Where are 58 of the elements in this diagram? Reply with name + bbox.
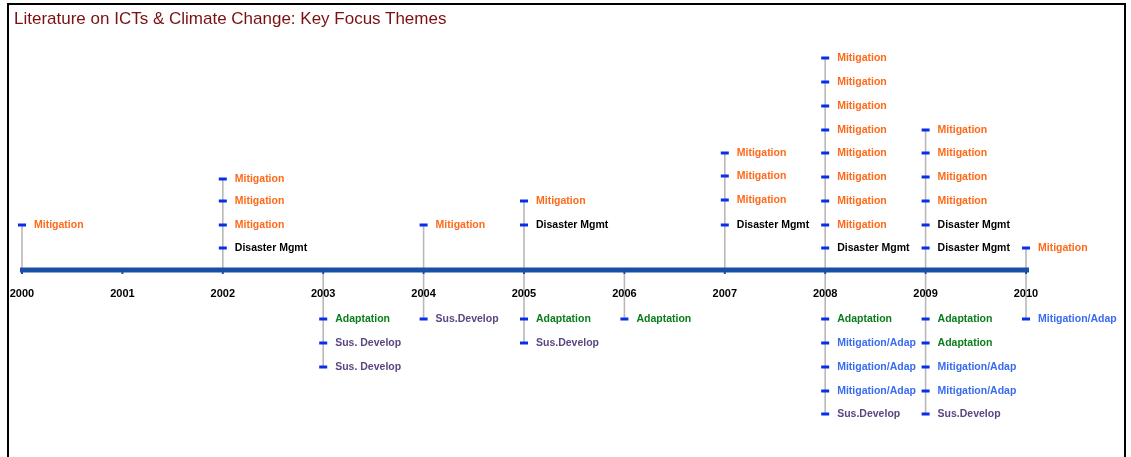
theme-label: Mitigation/Adap	[1038, 312, 1117, 325]
theme-label: Mitigation	[837, 170, 887, 183]
year-label: 2010	[1012, 287, 1040, 300]
theme-label: Adaptation	[937, 312, 993, 325]
theme-label: Mitigation/Adap	[837, 336, 916, 349]
theme-label: Sus.Develop	[435, 312, 499, 325]
theme-label: Disaster Mgmt	[837, 241, 910, 254]
theme-label: Mitigation	[837, 218, 887, 231]
theme-label: Disaster Mgmt	[234, 241, 308, 254]
year-label: 2005	[510, 287, 538, 300]
year-label: 2001	[109, 287, 136, 300]
theme-label: Disaster Mgmt	[937, 218, 1010, 231]
theme-label: Disaster Mgmt	[536, 218, 609, 231]
theme-label: Sus.Develop	[937, 407, 1001, 420]
year-label: 2004	[410, 287, 437, 300]
year-label: 2009	[912, 287, 939, 300]
theme-label: Mitigation/Adap	[937, 384, 1017, 397]
theme-label: Mitigation	[1038, 241, 1088, 254]
theme-label: Mitigation	[837, 99, 887, 112]
theme-label: Mitigation	[736, 146, 787, 159]
theme-label: Adaptation	[335, 312, 390, 325]
theme-label: Sus.Develop	[536, 336, 600, 349]
theme-label: Mitigation	[736, 193, 787, 206]
theme-label: Disaster Mgmt	[937, 241, 1010, 254]
chart-title: Literature on ICTs & Climate Change: Key Focus Themes	[14, 9, 447, 29]
theme-label: Sus.Develop	[837, 407, 901, 420]
theme-label: Mitigation	[937, 194, 988, 207]
year-label: 2003	[309, 287, 337, 300]
theme-label: Adaptation	[536, 312, 591, 325]
theme-label: Adaptation	[937, 336, 993, 349]
theme-label: Mitigation	[234, 218, 285, 231]
theme-label: Mitigation/Adap	[837, 384, 916, 397]
theme-label: Mitigation	[837, 75, 887, 88]
theme-label: Mitigation	[34, 218, 84, 231]
theme-label: Disaster Mgmt	[736, 218, 810, 231]
theme-label: Mitigation	[234, 172, 285, 185]
theme-label: Adaptation	[636, 312, 692, 325]
theme-label: Mitigation	[937, 170, 988, 183]
year-label: 2008	[811, 287, 839, 300]
year-label: 2007	[711, 287, 739, 300]
theme-label: Mitigation	[234, 194, 285, 207]
theme-label: Mitigation	[736, 169, 787, 182]
theme-label: Mitigation	[937, 146, 988, 159]
year-label: 2006	[611, 287, 638, 300]
theme-label: Adaptation	[837, 312, 892, 325]
theme-label: Mitigation/Adap	[837, 360, 916, 373]
theme-label: Mitigation	[536, 194, 586, 207]
theme-label: Mitigation	[837, 146, 887, 159]
year-label: 2002	[209, 287, 237, 300]
theme-label: Mitigation	[837, 51, 887, 64]
theme-label: Mitigation/Adap	[937, 360, 1017, 373]
theme-label: Sus. Develop	[335, 336, 402, 349]
theme-label: Mitigation	[435, 218, 486, 231]
theme-label: Mitigation	[837, 123, 887, 136]
theme-label: Mitigation	[837, 194, 887, 207]
theme-label: Mitigation	[937, 123, 988, 136]
year-label: 2000	[8, 287, 36, 300]
theme-label: Sus. Develop	[335, 360, 402, 373]
